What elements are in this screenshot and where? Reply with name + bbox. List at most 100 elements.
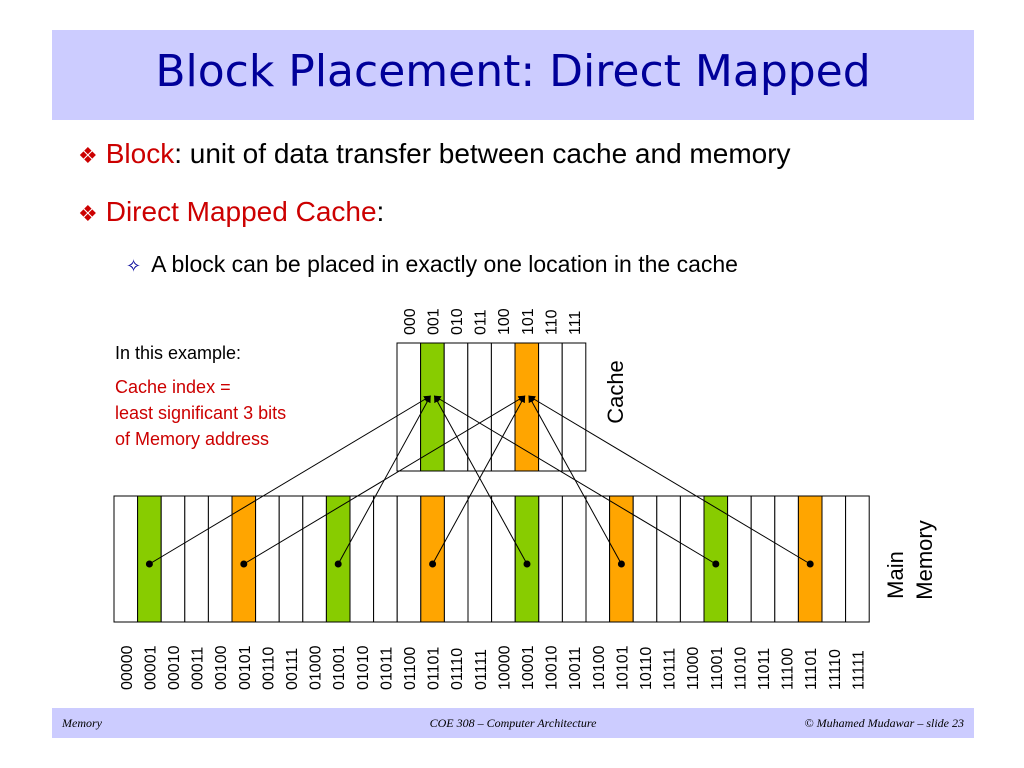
- memory-cell: [750, 495, 776, 623]
- note-line: Cache index =: [115, 377, 231, 397]
- memory-address-label: 10011: [567, 647, 584, 690]
- cache-index-label: 000: [402, 308, 419, 335]
- memory-cell: [679, 495, 705, 623]
- memory-address-label: 11000: [685, 647, 702, 690]
- example-note: In this example: Cache index = least sig…: [115, 340, 286, 452]
- footer: Memory COE 308 – Computer Architecture ©…: [52, 708, 974, 738]
- memory-address-label: 10010: [544, 645, 561, 690]
- memory-cell: [845, 495, 870, 623]
- mapping-arrow: [432, 395, 526, 565]
- memory-address-label: 01101: [426, 647, 443, 690]
- cache-cell: [443, 342, 469, 472]
- bullet-text: : unit of data transfer between cache an…: [174, 138, 791, 169]
- cache-cell: [467, 342, 492, 472]
- cache-index-label: 101: [520, 308, 537, 335]
- mapping-arrow: [433, 395, 717, 565]
- memory-cell: [325, 495, 351, 623]
- memory-address-label: 00101: [237, 645, 254, 690]
- memory-cell: [373, 495, 398, 623]
- mapping-arrow: [337, 395, 431, 565]
- note-intro: In this example:: [115, 343, 242, 363]
- memory-cell: [302, 495, 327, 623]
- footer-left: Memory: [62, 716, 102, 730]
- memory-label-main: Main: [883, 551, 908, 599]
- memory-cell: [491, 495, 516, 623]
- cache-index-label: 111: [567, 311, 584, 335]
- memory-address-label: 11111: [850, 650, 867, 690]
- bullet-text: :: [376, 196, 385, 227]
- memory-address-label: 01010: [355, 645, 372, 690]
- footer-center: COE 308 – Computer Architecture: [429, 716, 597, 730]
- mapping-arrows: [145, 395, 814, 568]
- memory-address-label: 00010: [166, 645, 183, 690]
- cache-index-label: 001: [425, 308, 442, 335]
- memory-cell: [774, 495, 799, 623]
- sub-bullet: ✧ A block can be placed in exactly one lo…: [126, 249, 738, 281]
- memory-cells: [113, 495, 870, 623]
- bullet-block: ❖ Block: unit of data transfer between ca…: [78, 137, 791, 173]
- memory-cell: [420, 495, 445, 623]
- memory-cell: [585, 495, 611, 623]
- footer-right: © Muhamed Mudawar – slide 23: [804, 716, 964, 730]
- mapping-arrow: [149, 395, 432, 565]
- bullet-highlight: Block: [105, 138, 175, 169]
- memory-cell: [396, 495, 422, 623]
- memory-address-label: 10000: [496, 645, 513, 690]
- memory-cell: [538, 495, 563, 623]
- cache-index-label: 100: [496, 308, 513, 335]
- diamond-bullet-icon: ❖: [78, 143, 98, 168]
- cache-cell: [396, 342, 422, 472]
- title-bar: Block Placement: Direct Mapped: [52, 30, 974, 120]
- star-bullet-icon: ✧: [126, 256, 142, 276]
- memory-address-label: 01100: [402, 647, 419, 690]
- memory-address-label: 01110: [449, 648, 466, 690]
- memory-address-label: 00001: [142, 645, 159, 690]
- memory-cell: [821, 495, 847, 623]
- memory-cell: [514, 495, 540, 623]
- cache-cell: [538, 342, 563, 472]
- memory-address-label: 01001: [331, 645, 348, 690]
- memory-address-label: 01000: [308, 645, 325, 690]
- cache-index-label: 110: [543, 309, 560, 335]
- memory-address-label: 00100: [213, 645, 230, 690]
- mapping-arrow: [433, 395, 528, 565]
- memory-address-label: 10111: [662, 648, 679, 690]
- memory-cell: [255, 495, 280, 623]
- memory-address-label: 11101: [803, 648, 820, 690]
- memory-address-label: 10110: [638, 647, 655, 690]
- memory-address-label: 10101: [614, 645, 631, 690]
- bullet-highlight: Direct Mapped Cache: [105, 196, 377, 227]
- bullet-direct-mapped: ❖Direct Mapped Cache:: [78, 195, 384, 231]
- memory-cell: [443, 495, 469, 623]
- memory-cell: [656, 495, 681, 623]
- cache-index-label: 010: [449, 308, 466, 335]
- memory-cell: [609, 495, 634, 623]
- memory-address-label: 00011: [190, 647, 207, 690]
- note-line: of Memory address: [115, 429, 270, 449]
- memory-address-label: 00000: [119, 645, 136, 690]
- note-line: least significant 3 bits: [115, 403, 287, 423]
- cache-cell: [561, 342, 587, 472]
- memory-cell: [184, 495, 209, 623]
- memory-address-label: 10100: [591, 645, 608, 690]
- memory-label-memory: Memory: [912, 520, 937, 599]
- cache-label: Cache: [603, 360, 628, 424]
- memory-cell: [467, 495, 493, 623]
- slide-title: Block Placement: Direct Mapped: [155, 46, 871, 97]
- memory-cell: [278, 495, 304, 623]
- cache-cells: [396, 342, 587, 472]
- memory-address-label: 01111: [473, 649, 490, 690]
- memory-cell: [349, 495, 375, 623]
- sub-bullet-text: A block can be placed in exactly one loc…: [151, 251, 738, 277]
- memory-address-label: 11001: [709, 647, 726, 690]
- memory-address-label: 11011: [756, 648, 773, 690]
- memory-address-label: 00110: [260, 647, 277, 690]
- memory-address-label: 10001: [520, 645, 537, 690]
- mapping-arrow: [528, 395, 811, 565]
- memory-cell: [727, 495, 752, 623]
- memory-cell: [113, 495, 139, 623]
- memory-cell: [207, 495, 233, 623]
